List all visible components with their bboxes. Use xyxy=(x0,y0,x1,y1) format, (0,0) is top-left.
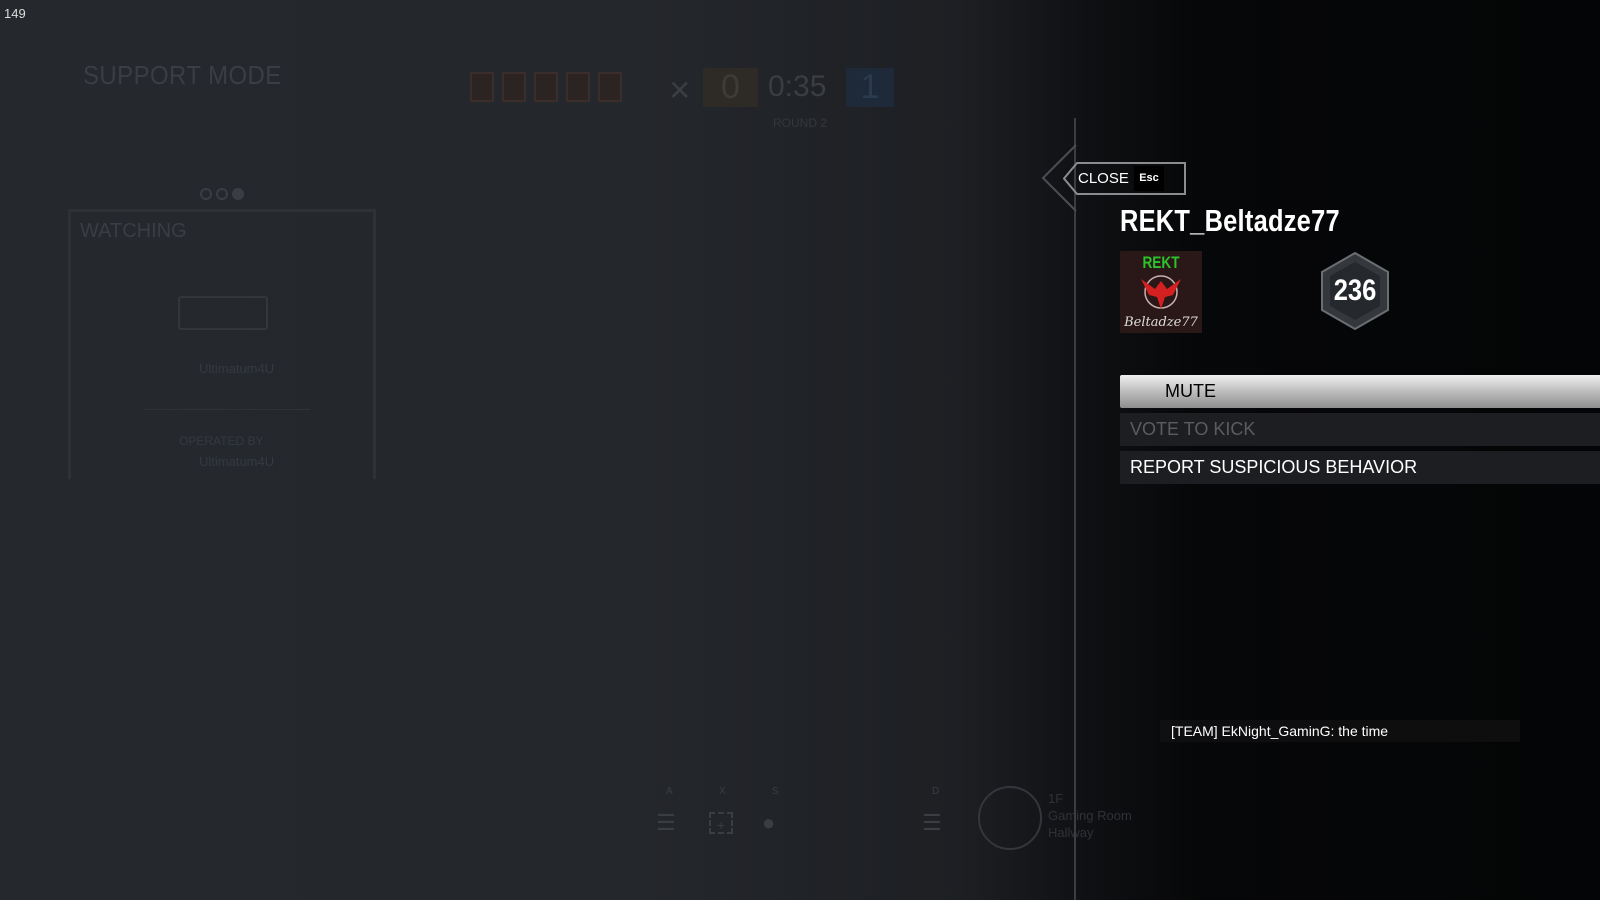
list-icon[interactable]: ☰ xyxy=(922,810,942,835)
page-dots xyxy=(200,188,244,200)
mute-button[interactable]: MUTE xyxy=(1120,375,1600,408)
report-button[interactable]: REPORT SUSPICIOUS BEHAVIOR xyxy=(1120,451,1600,484)
chat-message: [TEAM] EkNight_GaminG: the time xyxy=(1160,720,1520,742)
swords-icon: ✕ xyxy=(668,75,692,106)
level-badge: 236 xyxy=(1318,250,1392,337)
divider xyxy=(145,409,310,410)
score-orange: 0 xyxy=(703,68,758,107)
fps-counter: 149 xyxy=(4,6,26,21)
player-name: REKT_Beltadze77 xyxy=(1120,203,1340,238)
score-blue: 1 xyxy=(846,68,894,107)
close-label: CLOSE xyxy=(1078,170,1129,187)
operator-icon xyxy=(566,72,590,102)
key-hint: S xyxy=(772,786,779,797)
mode-title: SUPPORT MODE xyxy=(83,60,282,90)
key-hint: X xyxy=(719,786,726,797)
operator-icon xyxy=(534,72,558,102)
watching-title: WATCHING xyxy=(80,220,187,242)
close-button[interactable]: CLOSE Esc xyxy=(1063,162,1186,195)
list-icon[interactable]: ☰ xyxy=(656,810,676,835)
key-hint: A xyxy=(666,786,673,797)
panel-chevron-icon xyxy=(1041,144,1077,212)
round-label: ROUND 2 xyxy=(773,116,828,130)
player-icon[interactable]: ● xyxy=(762,810,776,835)
vote-to-kick-button[interactable]: VOTE TO KICK xyxy=(1120,413,1600,446)
operated-by-label: OPERATED BY xyxy=(179,434,264,448)
operator-icon xyxy=(470,72,494,102)
operated-by-player: Ultimatum4U xyxy=(199,454,275,469)
compass-icon xyxy=(978,786,1042,850)
ping-icon[interactable]: + xyxy=(709,812,733,834)
camera-gadget-icon xyxy=(178,296,268,330)
panel-border xyxy=(1074,118,1076,900)
operator-icon xyxy=(502,72,526,102)
watching-player: Ultimatum4U xyxy=(199,361,275,376)
round-timer: 0:35 xyxy=(768,70,827,103)
team-operators xyxy=(470,72,622,102)
operator-icon xyxy=(598,72,622,102)
watching-panel: WATCHING xyxy=(68,209,376,479)
avatar: REKT Beltadze77 xyxy=(1120,251,1202,333)
esc-key-hint: Esc xyxy=(1134,166,1164,191)
key-hint: D xyxy=(932,786,940,797)
